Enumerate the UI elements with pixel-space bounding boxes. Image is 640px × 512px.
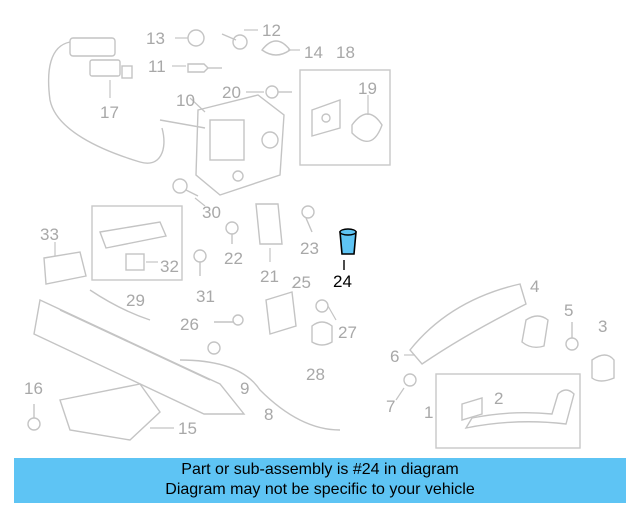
part-8-9-panel — [33, 289, 341, 431]
callout-2: 2 — [494, 389, 503, 408]
callout-12: 12 — [262, 21, 281, 40]
callout-19: 19 — [358, 79, 377, 98]
info-banner: Part or sub-assembly is #24 in diagram D… — [14, 458, 626, 503]
part-10-latch — [159, 94, 285, 196]
callout-25: 25 — [292, 273, 311, 292]
callout-22: 22 — [224, 249, 243, 268]
parts-3-4-5-6 — [404, 283, 615, 382]
parts-diagram: 1 2 3 4 5 6 7 8 9 10 11 12 13 14 15 16 1… — [24, 21, 615, 449]
banner-line-part: Part or sub-assembly is #24 in diagram — [181, 461, 459, 478]
part-30-bolt — [172, 178, 206, 207]
callout-3: 3 — [598, 317, 607, 336]
callout-13: 13 — [146, 29, 165, 48]
callout-15: 15 — [178, 419, 197, 438]
callout-33: 33 — [40, 225, 59, 244]
callout-5: 5 — [564, 301, 573, 320]
banner-line-disclaimer: Diagram may not be specific to your vehi… — [165, 481, 475, 498]
parts-13-11-12-14 — [172, 29, 300, 73]
callout-14: 14 — [304, 43, 323, 62]
parts-21-22-23-31 — [193, 203, 315, 276]
callout-4: 4 — [530, 277, 539, 296]
callout-7: 7 — [386, 397, 395, 416]
callout-6: 6 — [390, 347, 399, 366]
callout-10: 10 — [176, 91, 195, 110]
callout-26: 26 — [180, 315, 199, 334]
callout-30: 30 — [202, 203, 221, 222]
callout-8: 8 — [264, 405, 273, 424]
callout-9: 9 — [240, 379, 249, 398]
callout-27: 27 — [338, 323, 357, 342]
callout-20: 20 — [222, 83, 241, 102]
callout-24: 24 — [333, 272, 352, 291]
part-17-cable — [47, 37, 165, 164]
part-29-group — [91, 205, 183, 281]
part-18-group — [299, 69, 391, 166]
callout-28: 28 — [306, 365, 325, 384]
callout-29: 29 — [126, 291, 145, 310]
parts-25-28 — [214, 279, 337, 346]
callout-32: 32 — [160, 257, 179, 276]
callout-16: 16 — [24, 379, 43, 398]
callout-11: 11 — [148, 57, 166, 76]
part-20-bolt — [246, 85, 292, 99]
callout-1: 1 — [424, 403, 433, 422]
callout-21: 21 — [260, 267, 279, 286]
callout-31: 31 — [196, 287, 215, 306]
part-33-bracket — [43, 242, 87, 285]
callout-18: 18 — [336, 43, 355, 62]
part-15-16 — [27, 383, 174, 441]
callout-17: 17 — [100, 103, 119, 122]
callout-23: 23 — [300, 239, 319, 258]
part-24-highlighted — [339, 228, 357, 270]
parts-1-2-7 — [395, 373, 581, 449]
